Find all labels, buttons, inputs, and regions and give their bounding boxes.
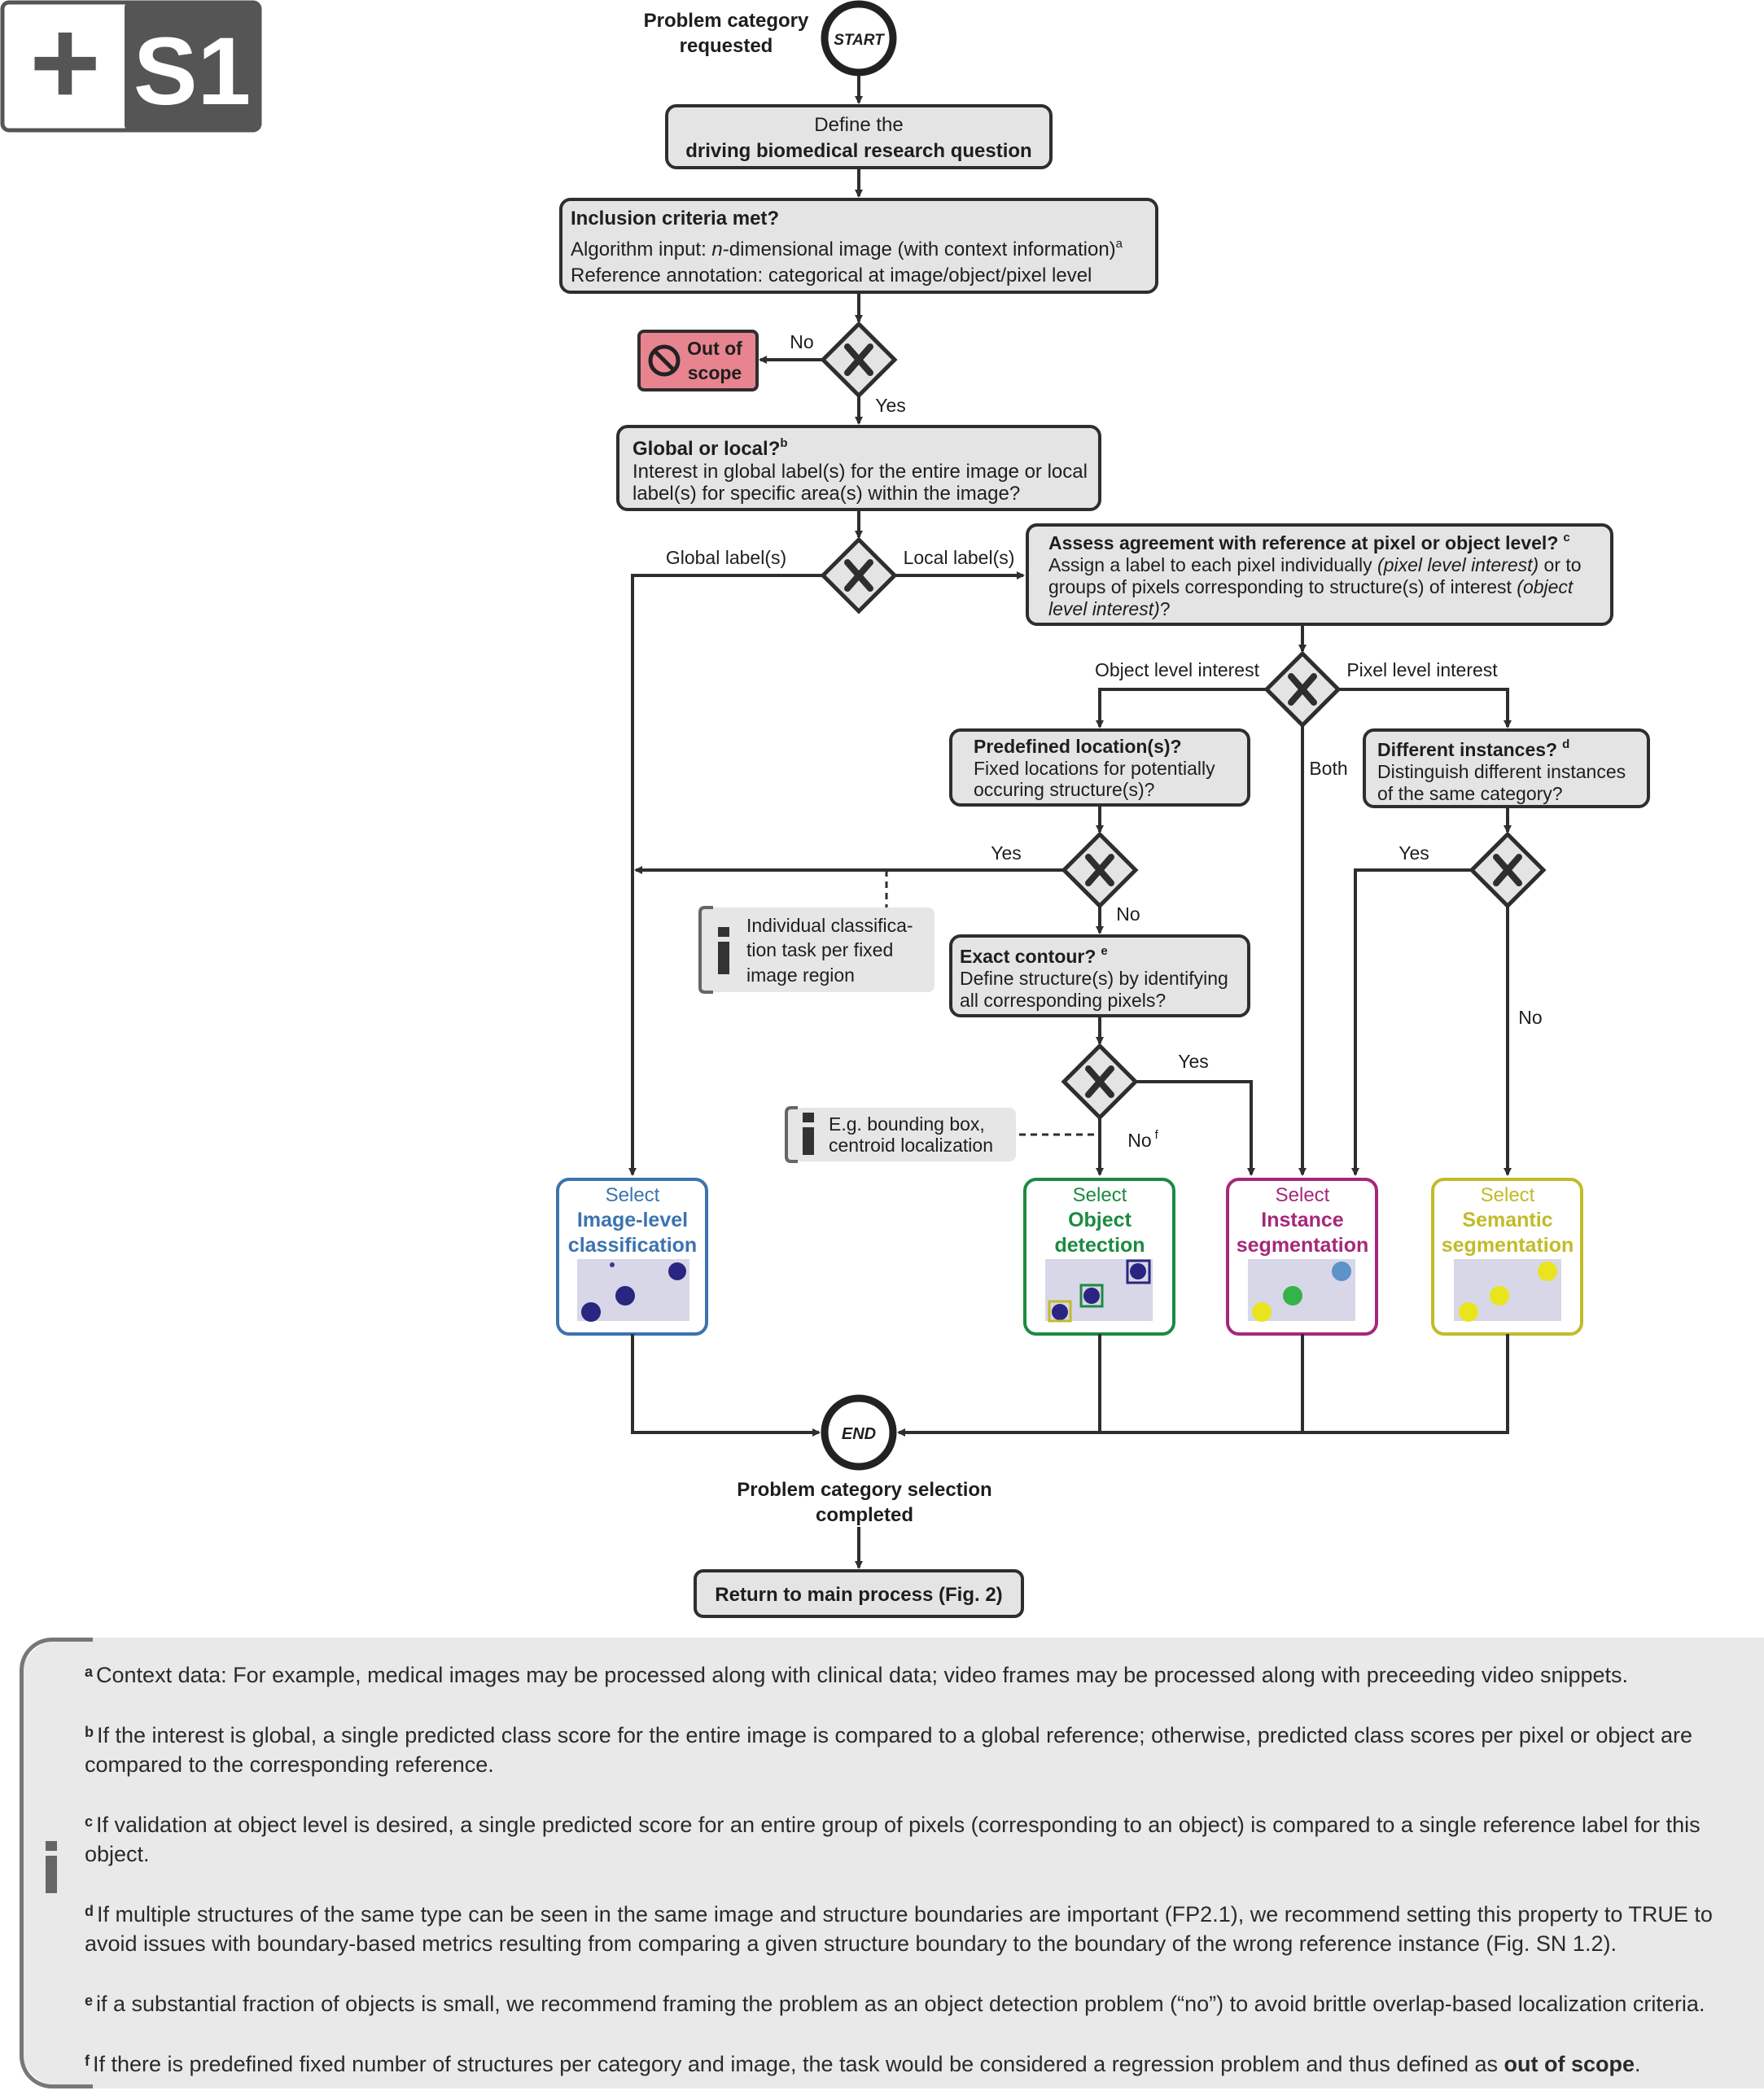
different-no-label: No — [1518, 1007, 1542, 1028]
end-label: END — [842, 1425, 876, 1443]
outcome-select: Select — [1073, 1184, 1127, 1206]
pixel-level-label: Pixel level interest — [1346, 659, 1498, 680]
assess-agreement-box: Assess agreement with reference at pixel… — [1026, 523, 1613, 626]
outcome-title-2: detection — [1054, 1234, 1145, 1257]
predefined-line-2: occuring structure(s)? — [974, 779, 1154, 800]
local-label: Local label(s) — [904, 547, 1015, 568]
return-label: Return to main process (Fig. 2) — [715, 1584, 1002, 1606]
predefined-no-label: No — [1116, 903, 1140, 925]
exact-line-1: Define structure(s) by identifying — [960, 968, 1228, 989]
info-icon — [718, 927, 729, 974]
global-local-line-1: Interest in global label(s) for the enti… — [633, 461, 1088, 483]
assess-title: Assess agreement with reference at pixel… — [1048, 531, 1570, 553]
info-icon — [46, 1841, 57, 1893]
info-individual-line-2: tion task per fixed — [746, 939, 893, 960]
outcome-title-2: segmentation — [1442, 1234, 1574, 1257]
footnotes-panel — [20, 1638, 1764, 2088]
exact-line-2: all corresponding pixels? — [960, 990, 1166, 1011]
predefined-title: Predefined location(s)? — [974, 736, 1182, 757]
different-instances-box: Different instances?d Distinguish differ… — [1363, 728, 1650, 808]
predefined-yes-label: Yes — [991, 842, 1022, 864]
assess-line-2: groups of pixels corresponding to struct… — [1048, 576, 1574, 597]
global-label: Global label(s) — [666, 547, 786, 568]
return-main-process-box: Return to main process (Fig. 2) — [694, 1569, 1024, 1618]
decision-predefined — [1061, 831, 1139, 909]
define-line-2: driving biomedical research question — [685, 140, 1031, 162]
out-of-scope-line-1: Out of — [687, 338, 742, 359]
badge-code: S1 — [134, 18, 251, 125]
flowchart: + S1 Problem category requested START De… — [0, 0, 1650, 1618]
out-of-scope-line-2: scope — [688, 362, 742, 383]
inclusion-line-2: Reference annotation: categorical at ima… — [571, 265, 1092, 286]
decision-inclusion — [820, 321, 898, 399]
assess-line-1: Assign a label to each pixel individuall… — [1048, 554, 1582, 575]
exact-title: Exact contour?e — [960, 944, 1108, 967]
outcome-select: Select — [1481, 1184, 1535, 1206]
info-bbox-box: E.g. bounding box, centroid localization — [785, 1106, 1016, 1163]
info-bbox-line-2: centroid localization — [829, 1135, 993, 1156]
info-individual-box: Individual classifica- tion task per fix… — [698, 906, 935, 994]
info-icon — [803, 1113, 814, 1155]
outcome-title-2: classification — [568, 1234, 697, 1257]
different-yes-label: Yes — [1399, 842, 1429, 864]
info-individual-line-1: Individual classifica- — [746, 915, 913, 936]
exact-contour-box: Exact contour?e Define structure(s) by i… — [949, 934, 1250, 1017]
info-individual-line-3: image region — [746, 964, 855, 986]
inclusion-line-1: Algorithm input: n-dimensional image (wi… — [571, 237, 1123, 260]
outcome-title-1: Instance — [1261, 1209, 1344, 1231]
exact-yes-label: Yes — [1178, 1051, 1209, 1072]
decision-assess — [1263, 650, 1342, 728]
prohibited-icon — [648, 344, 681, 377]
outcome-title-1: Object — [1068, 1209, 1131, 1231]
out-of-scope-box: Out of scope — [637, 330, 759, 391]
global-local-title: Global or local?b — [633, 436, 788, 460]
end-node: END — [821, 1394, 897, 1471]
predefined-location-box: Predefined location(s)? Fixed locations … — [949, 728, 1250, 807]
global-local-box: Global or local?b Interest in global lab… — [616, 425, 1101, 511]
outcome-select: Select — [606, 1184, 660, 1206]
outcome-object-detection: Select Object detection — [1023, 1178, 1175, 1336]
outcome-semantic-segmentation: Select Semantic segmentation — [1431, 1178, 1583, 1336]
different-line-2: of the same category? — [1377, 783, 1563, 804]
outcome-image-level-classification: Select Image-level classification — [556, 1178, 708, 1336]
inclusion-criteria-box: Inclusion criteria met? Algorithm input:… — [559, 198, 1158, 294]
end-caption-2: completed — [816, 1504, 913, 1526]
start-caption-1: Problem category — [644, 10, 809, 32]
different-line-1: Distinguish different instances — [1377, 761, 1626, 782]
footnotes-bracket — [20, 1638, 93, 2088]
info-bbox-line-1: E.g. bounding box, — [829, 1113, 985, 1135]
inclusion-no-label: No — [790, 331, 813, 352]
object-level-label: Object level interest — [1095, 659, 1260, 680]
both-label: Both — [1309, 758, 1347, 779]
start-node: START — [821, 0, 897, 77]
assess-line-3: level interest)? — [1048, 598, 1171, 619]
start-label: START — [834, 32, 885, 49]
decision-exact — [1061, 1043, 1139, 1121]
define-question-box: Define the driving biomedical research q… — [665, 104, 1053, 169]
plus-icon: + — [29, 0, 101, 130]
outcome-title-2: segmentation — [1237, 1234, 1369, 1257]
define-line-1: Define the — [814, 114, 903, 136]
decision-different — [1469, 831, 1547, 909]
start-caption-2: requested — [680, 35, 773, 57]
outcome-select: Select — [1276, 1184, 1330, 1206]
inclusion-yes-label: Yes — [875, 395, 906, 416]
different-title: Different instances?d — [1377, 737, 1569, 760]
global-local-line-2: label(s) for specific area(s) within the… — [633, 483, 1020, 505]
inclusion-title: Inclusion criteria met? — [571, 208, 779, 230]
outcome-title-1: Image-level — [577, 1209, 688, 1231]
end-caption-1: Problem category selection — [737, 1479, 991, 1501]
outcome-title-1: Semantic — [1462, 1209, 1552, 1231]
outcome-instance-segmentation: Select Instance segmentation — [1226, 1178, 1378, 1336]
predefined-line-1: Fixed locations for potentially — [974, 758, 1215, 779]
s1-badge: + S1 — [0, 0, 262, 133]
decision-global-local — [820, 536, 898, 615]
